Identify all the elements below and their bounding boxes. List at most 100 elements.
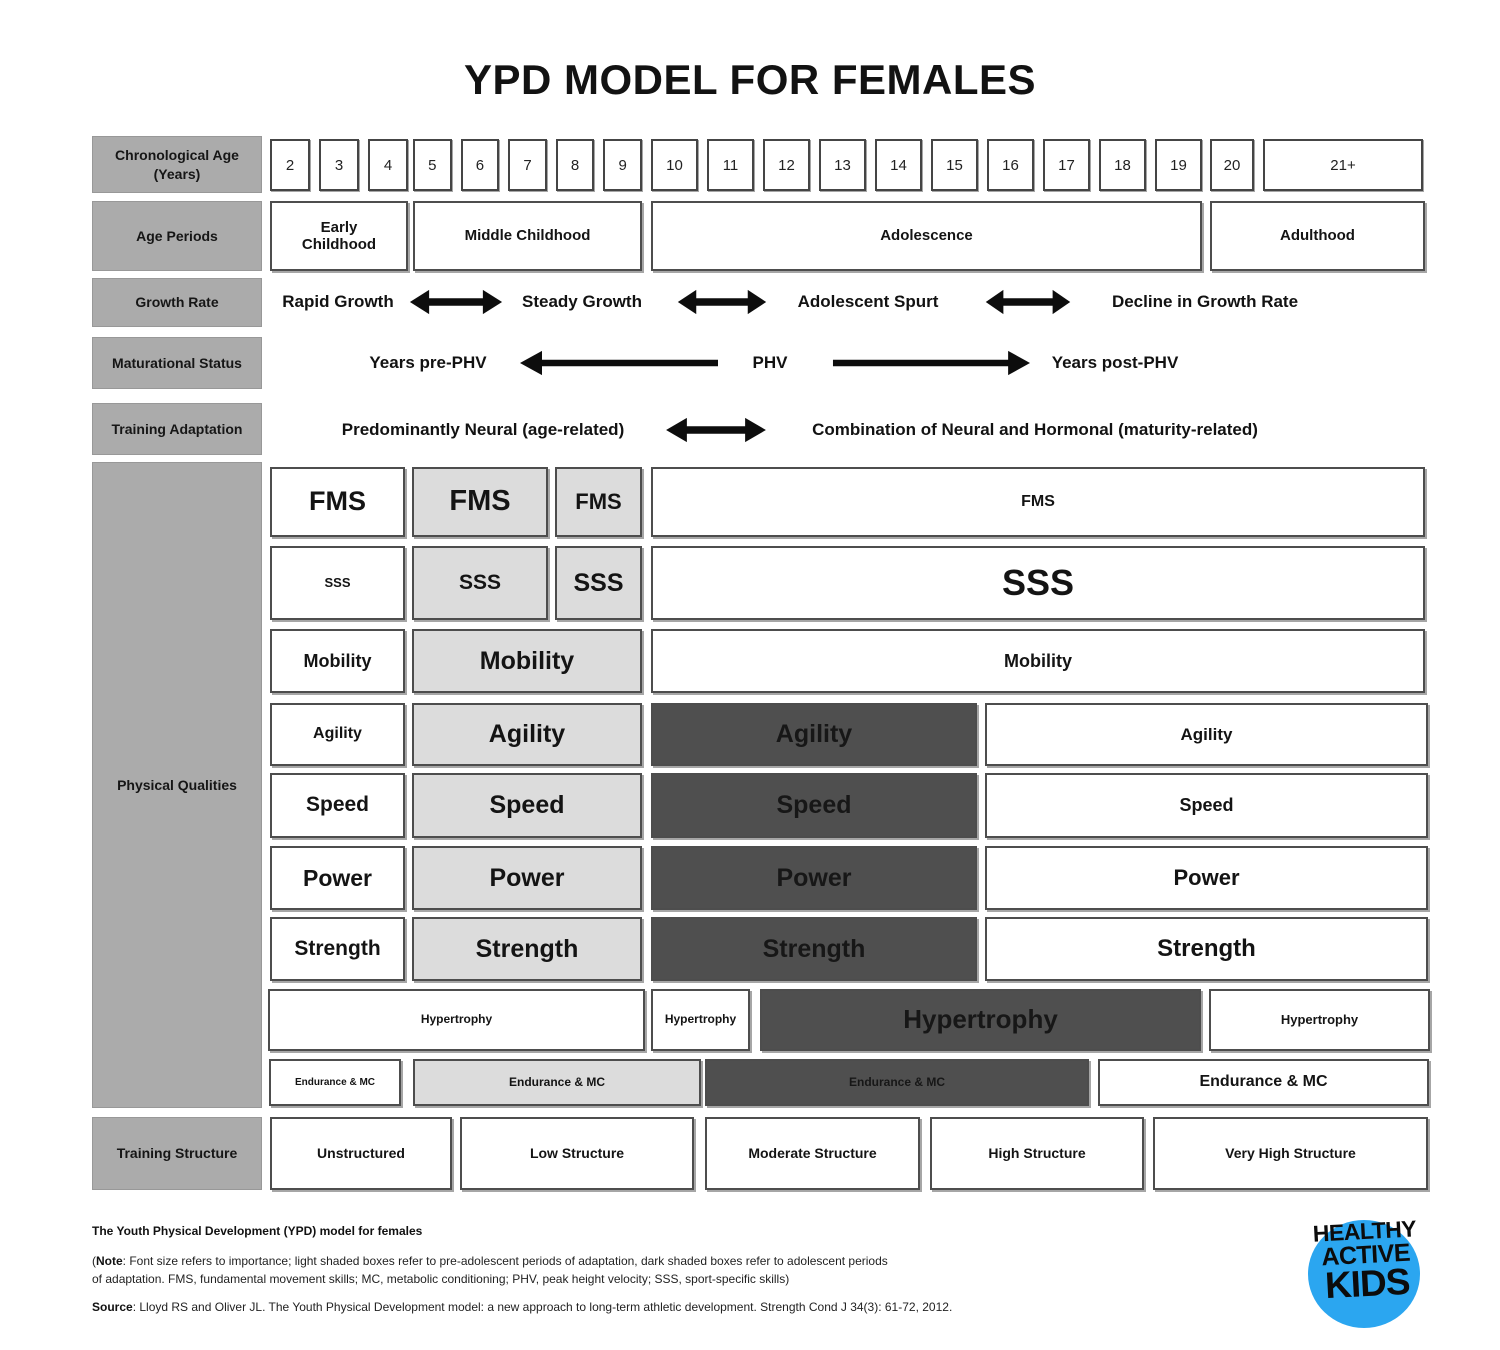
age-box: 6 — [460, 139, 500, 191]
quality-endurance-early: Endurance & MC — [269, 1059, 401, 1106]
period-adolescence: Adolescence — [651, 201, 1202, 271]
quality-sss-preteen: SSS — [555, 546, 642, 620]
quality-speed-middle: Speed — [412, 773, 642, 838]
quality-sss-early: SSS — [270, 546, 405, 620]
quality-power-middle: Power — [412, 846, 642, 910]
quality-fms-adolescence: FMS — [651, 467, 1425, 537]
logo-wordmark: HEALTHY ACTIVE KIDS — [1294, 1215, 1438, 1307]
age-box: 13 — [819, 139, 866, 191]
source-label: Source — [92, 1300, 133, 1314]
age-box: 11 — [707, 139, 754, 191]
quality-endurance-adolescent: Endurance & MC — [705, 1059, 1089, 1106]
quality-power-adolescent: Power — [651, 846, 977, 910]
row-label-age-periods: Age Periods — [92, 201, 262, 271]
period-middle-childhood: Middle Childhood — [413, 201, 642, 271]
quality-power-adult: Power — [985, 846, 1428, 910]
structure-moderate: Moderate Structure — [705, 1117, 920, 1190]
logo-circle-icon — [1308, 1220, 1420, 1328]
age-box: 18 — [1099, 139, 1146, 191]
growth-stage-rapid: Rapid Growth — [282, 292, 394, 311]
age-box: 4 — [368, 139, 408, 191]
age-box: 16 — [987, 139, 1034, 191]
structure-unstructured: Unstructured — [270, 1117, 452, 1190]
age-box: 10 — [651, 139, 698, 191]
quality-hypertrophy-adolescent: Hypertrophy — [760, 989, 1201, 1051]
quality-agility-adult: Agility — [985, 703, 1428, 766]
quality-sss-adolescence: SSS — [651, 546, 1425, 620]
row-label-growth-rate: Growth Rate — [92, 278, 262, 327]
figure-caption: The Youth Physical Development (YPD) mod… — [92, 1224, 423, 1238]
quality-power-early: Power — [270, 846, 405, 910]
quality-fms-preteen: FMS — [555, 467, 642, 537]
double-arrow-icon — [677, 289, 767, 315]
age-box: 9 — [603, 139, 642, 191]
age-box: 21+ — [1263, 139, 1423, 191]
healthy-active-kids-logo: HEALTHY ACTIVE KIDS — [1296, 1204, 1436, 1344]
structure-high: High Structure — [930, 1117, 1144, 1190]
page-title: YPD MODEL FOR FEMALES — [463, 56, 1037, 103]
double-arrow-icon — [666, 417, 766, 443]
age-box: 14 — [875, 139, 922, 191]
quality-strength-early: Strength — [270, 917, 405, 981]
age-group-early: 2 3 4 — [270, 139, 408, 191]
double-arrow-icon — [985, 289, 1071, 315]
quality-speed-adult: Speed — [985, 773, 1428, 838]
structure-low: Low Structure — [460, 1117, 694, 1190]
age-box: 19 — [1155, 139, 1202, 191]
quality-endurance-middle: Endurance & MC — [413, 1059, 701, 1106]
note-label: Note — [96, 1254, 123, 1268]
quality-strength-adult: Strength — [985, 917, 1428, 981]
quality-fms-middle: FMS — [412, 467, 548, 537]
note-body: : Font size refers to importance; light … — [92, 1254, 888, 1286]
right-arrow-icon — [832, 350, 1031, 376]
figure-source: Source: Lloyd RS and Oliver JL. The Yout… — [92, 1298, 1052, 1316]
quality-speed-adolescent: Speed — [651, 773, 977, 838]
age-box: 3 — [319, 139, 359, 191]
quality-strength-middle: Strength — [412, 917, 642, 981]
quality-agility-adolescent: Agility — [651, 703, 977, 766]
structure-very-high: Very High Structure — [1153, 1117, 1428, 1190]
figure-note: (Note: Font size refers to importance; l… — [92, 1252, 892, 1288]
row-label-physical-qualities: Physical Qualities — [92, 462, 262, 1108]
adaptation-combined: Combination of Neural and Hormonal (matu… — [812, 420, 1258, 439]
age-box: 20 — [1210, 139, 1254, 191]
quality-fms-early: FMS — [270, 467, 405, 537]
left-arrow-icon — [520, 350, 718, 376]
age-box: 8 — [555, 139, 595, 191]
note-prefix: ( — [92, 1254, 96, 1268]
quality-speed-early: Speed — [270, 773, 405, 838]
quality-hypertrophy-early: Hypertrophy — [268, 989, 645, 1051]
quality-strength-adolescent: Strength — [651, 917, 977, 981]
row-label-training-adaptation: Training Adaptation — [92, 403, 262, 455]
row-label-maturational-status: Maturational Status — [92, 337, 262, 389]
growth-stage-steady: Steady Growth — [522, 292, 642, 311]
age-box: 2 — [270, 139, 310, 191]
logo-line-3: KIDS — [1323, 1260, 1411, 1307]
quality-sss-middle: SSS — [412, 546, 548, 620]
quality-hypertrophy-adult: Hypertrophy — [1209, 989, 1430, 1051]
maturation-post-phv: Years post-PHV — [1051, 353, 1179, 372]
age-box: 15 — [931, 139, 978, 191]
growth-stage-spurt: Adolescent Spurt — [797, 292, 939, 311]
quality-agility-early: Agility — [270, 703, 405, 766]
age-group-adulthood: 20 21+ — [1210, 139, 1425, 191]
adaptation-neural: Predominantly Neural (age-related) — [341, 420, 625, 439]
quality-mobility-adolescence: Mobility — [651, 629, 1425, 693]
age-group-middle: 5 6 7 8 9 — [413, 139, 642, 191]
double-arrow-icon — [409, 289, 503, 315]
row-label-training-structure: Training Structure — [92, 1117, 262, 1190]
maturation-pre-phv: Years pre-PHV — [369, 353, 487, 372]
age-group-adolescence: 10 11 12 13 14 15 16 17 18 19 — [651, 139, 1202, 191]
age-box: 5 — [413, 139, 452, 191]
quality-agility-middle: Agility — [412, 703, 642, 766]
age-box: 12 — [763, 139, 810, 191]
quality-mobility-early: Mobility — [270, 629, 405, 693]
growth-stage-decline: Decline in Growth Rate — [1111, 292, 1299, 311]
maturation-phv: PHV — [752, 353, 788, 372]
period-adulthood: Adulthood — [1210, 201, 1425, 271]
quality-endurance-adult: Endurance & MC — [1098, 1059, 1429, 1106]
period-early-childhood: Early Childhood — [270, 201, 408, 271]
age-box: 7 — [508, 139, 547, 191]
quality-mobility-middle: Mobility — [412, 629, 642, 693]
